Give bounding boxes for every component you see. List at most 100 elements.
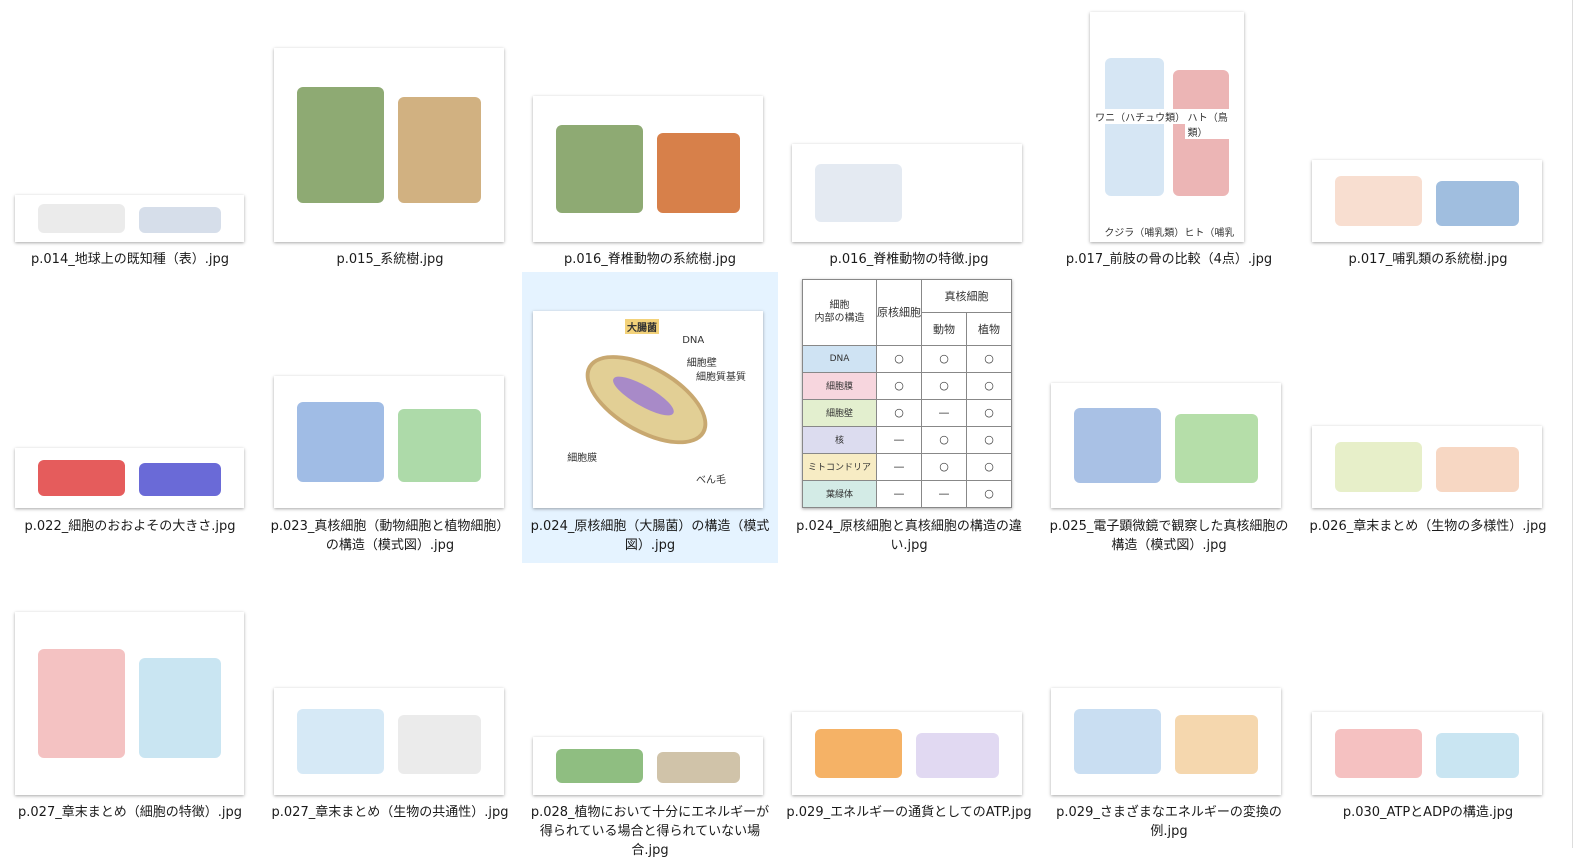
col-animal: 動物 bbox=[921, 311, 967, 346]
file-name-label[interactable]: p.029_さまざまなエネルギーの変換の例.jpg bbox=[1056, 805, 1282, 839]
row-label: 細胞壁 bbox=[802, 398, 877, 427]
vertical-scrollbar[interactable] bbox=[1566, 0, 1580, 848]
file-item[interactable]: p.025_電子顕微鏡で観察した真核細胞の構造（模式図）.jpg bbox=[1041, 272, 1297, 563]
corner-bottom: 内部の構造 bbox=[814, 313, 865, 325]
thumbnail-illustration bbox=[1335, 728, 1423, 779]
file-item[interactable]: p.027_章末まとめ（生物の共通性）.jpg bbox=[262, 558, 518, 830]
thumbnail-illustration bbox=[37, 204, 125, 233]
image-label: 細胞膜 bbox=[565, 448, 600, 464]
file-name-label[interactable]: p.026_章末まとめ（生物の多様性）.jpg bbox=[1309, 519, 1547, 534]
file-item[interactable]: p.029_さまざまなエネルギーの変換の例.jpg bbox=[1041, 558, 1297, 849]
table-row: ミトコンドリア—○○ bbox=[802, 452, 1012, 481]
thumbnail-illustration bbox=[138, 657, 222, 759]
file-thumbnail bbox=[15, 195, 244, 242]
thumbnail-illustration bbox=[1335, 442, 1423, 492]
file-thumbnail bbox=[1051, 688, 1281, 795]
file-item[interactable]: p.016_脊椎動物の特徴.jpg bbox=[781, 0, 1037, 277]
file-item[interactable]: p.027_章末まとめ（細胞の特徴）.jpg bbox=[2, 558, 258, 830]
image-label: ヒト（哺乳類） bbox=[1182, 223, 1244, 242]
file-thumbnail bbox=[274, 376, 504, 508]
file-thumbnail bbox=[1051, 383, 1281, 508]
file-name-label[interactable]: p.023_真核細胞（動物細胞と植物細胞）の構造（模式図）.jpg bbox=[270, 519, 510, 553]
row-cell: ○ bbox=[876, 371, 922, 400]
image-label: クジラ（哺乳類） bbox=[1102, 223, 1187, 239]
file-name-label[interactable]: p.028_植物において十分にエネルギーが得られている場合と得られていない場合.… bbox=[530, 805, 770, 858]
row-cell: ○ bbox=[966, 452, 1012, 481]
file-name-label[interactable]: p.016_脊椎動物の特徴.jpg bbox=[829, 252, 989, 267]
row-cell: ○ bbox=[876, 344, 922, 373]
row-cell: ○ bbox=[921, 452, 967, 481]
file-thumbnail bbox=[1312, 160, 1542, 242]
file-thumbnail bbox=[15, 448, 244, 508]
thumbnail-illustration bbox=[815, 728, 903, 779]
col-eukaryote: 真核細胞 bbox=[921, 279, 1012, 313]
file-item[interactable]: ワニ（ハチュウ類）ハト（鳥類）クジラ（哺乳類）ヒト（哺乳類） p.017_前肢の骨… bbox=[1041, 0, 1297, 277]
col-plant: 植物 bbox=[966, 311, 1012, 346]
thumbnail-illustration bbox=[916, 732, 999, 779]
file-thumbnail bbox=[15, 612, 244, 795]
table-row: 核—○○ bbox=[802, 425, 1012, 454]
thumbnail-illustration bbox=[398, 409, 481, 482]
thumbnail-illustration bbox=[815, 163, 903, 223]
file-name-label[interactable]: p.027_章末まとめ（細胞の特徴）.jpg bbox=[18, 805, 242, 820]
table-row: 細胞壁○—○ bbox=[802, 398, 1012, 427]
file-thumbnail: ワニ（ハチュウ類）ハト（鳥類）クジラ（哺乳類）ヒト（哺乳類） bbox=[1090, 12, 1244, 242]
table-row: 葉緑体——○ bbox=[802, 479, 1012, 508]
thumbnail-illustration bbox=[657, 132, 740, 213]
file-name-label[interactable]: p.015_系統樹.jpg bbox=[336, 252, 444, 267]
file-name-label[interactable]: p.025_電子顕微鏡で観察した真核細胞の構造（模式図）.jpg bbox=[1049, 519, 1289, 553]
thumbnail-illustration bbox=[297, 709, 385, 774]
col-prokaryote: 原核細胞 bbox=[876, 279, 922, 346]
thumbnail-illustration bbox=[297, 402, 385, 482]
file-item[interactable]: p.014_地球上の既知種（表）.jpg bbox=[2, 0, 258, 277]
file-name-label[interactable]: p.024_原核細胞（大腸菌）の構造（模式図）.jpg bbox=[530, 519, 770, 553]
file-name-label[interactable]: p.030_ATPとADPの構造.jpg bbox=[1342, 805, 1514, 820]
file-name-label[interactable]: p.027_章末まとめ（生物の共通性）.jpg bbox=[271, 805, 509, 820]
thumbnail-illustration bbox=[138, 206, 222, 233]
file-thumbnail bbox=[792, 144, 1022, 242]
table-row: 細胞膜○○○ bbox=[802, 371, 1012, 400]
file-item[interactable]: p.017_哺乳類の系統樹.jpg bbox=[1300, 0, 1556, 277]
row-label: 葉緑体 bbox=[802, 479, 877, 508]
file-thumbnail bbox=[274, 688, 504, 795]
thumbnail-illustration bbox=[1436, 180, 1519, 226]
row-cell: ○ bbox=[966, 398, 1012, 427]
file-item[interactable]: p.022_細胞のおおよその大きさ.jpg bbox=[2, 272, 258, 544]
file-item[interactable]: p.026_章末まとめ（生物の多様性）.jpg bbox=[1300, 272, 1556, 544]
file-name-label[interactable]: p.029_エネルギーの通貨としてのATP.jpg bbox=[786, 805, 1032, 820]
file-item[interactable]: p.029_エネルギーの通貨としてのATP.jpg bbox=[781, 558, 1037, 849]
thumbnail-illustration bbox=[1074, 408, 1162, 483]
image-label: ワニ（ハチュウ類） bbox=[1093, 108, 1188, 124]
thumbnail-illustration bbox=[398, 96, 481, 204]
thumbnail-illustration bbox=[1436, 446, 1519, 492]
image-label: 大腸菌 bbox=[625, 318, 659, 334]
file-item[interactable]: p.030_ATPとADPの構造.jpg bbox=[1300, 558, 1556, 830]
row-cell: ○ bbox=[921, 425, 967, 454]
file-name-label[interactable]: p.014_地球上の既知種（表）.jpg bbox=[31, 252, 229, 267]
image-label: 細胞壁 bbox=[684, 354, 719, 370]
file-item[interactable]: p.028_植物において十分にエネルギーが得られている場合と得られていない場合.… bbox=[522, 558, 778, 858]
file-item[interactable]: p.023_真核細胞（動物細胞と植物細胞）の構造（模式図）.jpg bbox=[262, 272, 518, 563]
thumbnail-illustration bbox=[916, 168, 999, 223]
file-name-label[interactable]: p.024_原核細胞と真核細胞の構造の違い.jpg bbox=[796, 519, 1022, 553]
row-cell: — bbox=[876, 425, 922, 454]
thumbnail-illustration bbox=[1105, 58, 1164, 196]
file-thumbnail bbox=[533, 96, 763, 242]
file-item[interactable]: p.015_系統樹.jpg bbox=[262, 0, 518, 277]
row-cell: — bbox=[876, 452, 922, 481]
file-thumbnail bbox=[274, 48, 504, 242]
file-name-label[interactable]: p.017_哺乳類の系統樹.jpg bbox=[1348, 252, 1508, 267]
file-name-label[interactable]: p.016_脊椎動物の系統樹.jpg bbox=[564, 252, 736, 267]
file-thumbnail bbox=[792, 712, 1022, 795]
row-cell: ○ bbox=[876, 398, 922, 427]
thumbnail-illustration bbox=[297, 86, 385, 204]
file-name-label[interactable]: p.022_細胞のおおよその大きさ.jpg bbox=[24, 519, 236, 534]
file-item[interactable]: p.016_脊椎動物の系統樹.jpg bbox=[522, 0, 778, 277]
row-cell: — bbox=[921, 479, 967, 508]
file-name-label[interactable]: p.017_前肢の骨の比較（4点）.jpg bbox=[1065, 252, 1273, 267]
